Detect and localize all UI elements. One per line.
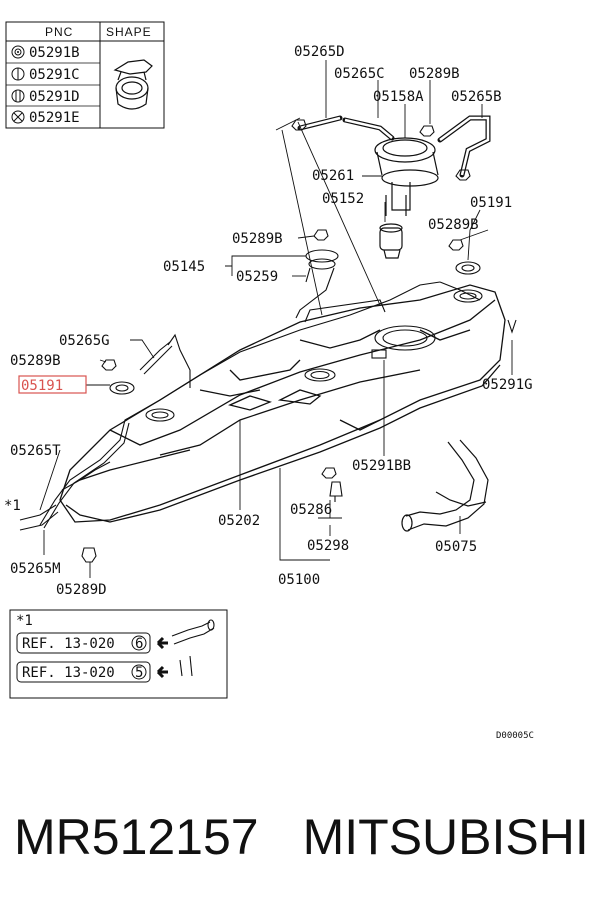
filler-hose	[401, 439, 489, 532]
callout-05191-left: 05191	[21, 378, 63, 394]
brand-name: MITSUBISHI	[302, 809, 589, 865]
parts-diagram: PNC SHAPE 05291B 05291C 05291D 05291E	[4, 21, 534, 741]
leader-lines	[39, 60, 513, 578]
highlight-box	[18, 375, 87, 394]
circle-double-bar-icon	[11, 89, 25, 103]
callout-05286: 05286	[290, 502, 332, 518]
legend-pnc-3: 05291D	[29, 89, 80, 105]
callout-05075: 05075	[435, 539, 477, 555]
callout-05291G: 05291G	[482, 377, 533, 393]
callout-05289B-mid: 05289B	[232, 231, 283, 247]
callout-05145: 05145	[163, 259, 205, 275]
footer: MR512157 MITSUBISHI	[14, 808, 589, 866]
nuts	[81, 119, 471, 563]
cap-rings	[109, 261, 481, 395]
inset-ref-2: REF. 13-020	[22, 665, 115, 681]
target-circle-icon	[11, 45, 25, 59]
circle-cross-icon	[11, 110, 25, 124]
legend-pnc-1: 05291B	[29, 45, 80, 61]
arrow-left-icon	[156, 636, 168, 650]
inset-ref-1: REF. 13-020	[22, 636, 115, 652]
callout-05289D: 05289D	[56, 582, 107, 598]
callout-05158A: 05158A	[373, 89, 424, 105]
clips	[329, 319, 517, 502]
legend-pnc-2: 05291C	[29, 67, 80, 83]
callout-05265B: 05265B	[451, 89, 502, 105]
legend-header-pnc: PNC	[45, 25, 73, 39]
callout-05265D: 05265D	[294, 44, 345, 60]
callout-05291BB: 05291BB	[352, 458, 411, 474]
fuel-pump-assembly	[374, 137, 439, 259]
legend-header-shape: SHAPE	[106, 25, 152, 39]
fuel-gauge-unit	[295, 249, 339, 319]
fuel-tank	[59, 284, 506, 523]
callout-05202: 05202	[218, 513, 260, 529]
callout-05100: 05100	[278, 572, 320, 588]
tank-openings	[145, 289, 483, 422]
legend-pnc-4: 05291E	[29, 110, 80, 126]
callout-05259: 05259	[236, 269, 278, 285]
callout-05265C: 05265C	[334, 66, 385, 82]
fuel-lines	[39, 281, 481, 529]
inset-box: *1 REF. 13-020 6 REF. 13-020 5	[9, 609, 228, 699]
callout-05265T: 05265T	[10, 443, 61, 459]
left-hoses	[19, 341, 173, 531]
callout-05289B-left: 05289B	[10, 353, 61, 369]
legend-table: PNC SHAPE 05291B 05291C 05291D 05291E	[5, 21, 165, 129]
diagram-code: D00005C	[496, 731, 534, 741]
inset-hose-drawing	[171, 619, 215, 677]
callout-05265G: 05265G	[59, 333, 110, 349]
callout-05289B-top: 05289B	[409, 66, 460, 82]
inset-ref-2-num: 5	[135, 665, 143, 681]
callout-05152: 05152	[322, 191, 364, 207]
callout-05289B-right: 05289B	[428, 217, 479, 233]
callout-star1: *1	[4, 498, 21, 514]
inset-ref-1-num: 6	[135, 636, 143, 652]
callout-05191-right: 05191	[470, 195, 512, 211]
vent-hoses-inner	[299, 116, 490, 176]
arrow-left-icon	[156, 665, 168, 679]
callout-05265M: 05265M	[10, 561, 61, 577]
callout-05261: 05261	[312, 168, 354, 184]
callout-05298: 05298	[307, 538, 349, 554]
part-number: MR512157	[14, 809, 259, 865]
hose-clamp-icon	[113, 59, 153, 110]
circle-bar-icon	[11, 67, 25, 81]
inset-title: *1	[16, 613, 33, 629]
